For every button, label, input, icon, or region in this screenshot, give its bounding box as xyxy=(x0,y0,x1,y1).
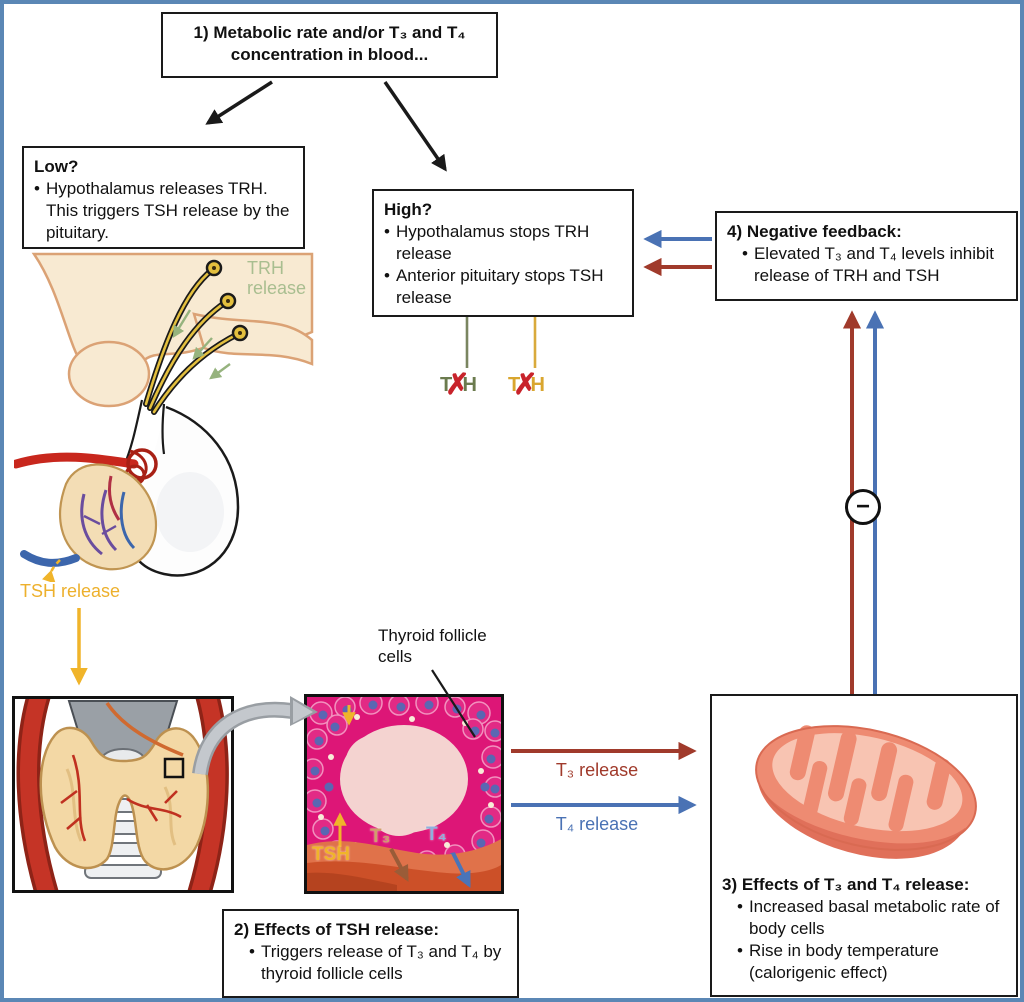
thyroid-follicle-image xyxy=(304,694,504,894)
box-negative-feedback: 4) Negative feedback: Elevated T₃ and T₄… xyxy=(715,211,1018,301)
box-tsh-effects-bullet: Triggers release of T₃ and T₄ by thyroid… xyxy=(249,941,507,985)
anterior-pituitary xyxy=(59,463,158,571)
trh-flow-arrows xyxy=(172,309,231,380)
box-t3t4-effects: 3) Effects of T₃ and T₄ release: Increas… xyxy=(710,694,1018,997)
thyroid-gland-illustration xyxy=(16,699,229,890)
pituitary-hypothalamus-illustration xyxy=(14,252,314,582)
t3-micro-label: T₃ xyxy=(370,826,391,847)
box-low-title: Low? xyxy=(34,157,79,176)
arrow-box1-to-low xyxy=(205,80,273,125)
arrow-box1-to-high xyxy=(383,81,447,172)
hypothalamic-neurons xyxy=(143,267,241,415)
box-tsh-effects: 2) Effects of TSH release: Triggers rele… xyxy=(222,909,519,998)
box-metabolic-rate: 1) Metabolic rate and/or T₃ and T₄ conce… xyxy=(161,12,498,78)
box-high-bullet-2: Anterior pituitary stops TSH release xyxy=(384,265,622,309)
box-negative-feedback-title: 4) Negative feedback: xyxy=(727,222,902,241)
red-x-icon: ✗ xyxy=(513,369,538,401)
follicle-colloid xyxy=(340,725,468,836)
box-negative-feedback-bullet: Elevated T₃ and T₄ levels inhibit releas… xyxy=(742,243,1006,287)
neuron-cell-bodies xyxy=(205,259,249,342)
mitochondria-illustration xyxy=(722,704,1006,874)
magnified-region-square xyxy=(163,757,185,779)
t3-release-label: T₃ release xyxy=(555,760,639,780)
box-high-title: High? xyxy=(384,200,433,219)
superior-hypophyseal-artery xyxy=(14,452,139,469)
trh-release-label: TRH release xyxy=(247,258,307,299)
box-low: Low? Hypothalamus releases TRH. This tri… xyxy=(22,146,305,249)
hypophyseal-vein xyxy=(20,550,80,567)
tsh-release-label: TSH release xyxy=(20,581,121,601)
box-t3t4-effects-bullet-1: Increased basal metabolic rate of body c… xyxy=(737,896,1006,940)
box-tsh-effects-title: 2) Effects of TSH release: xyxy=(234,920,440,939)
tsh-exit-dashed-arrow xyxy=(42,559,61,582)
t4-release-label: T₄ release xyxy=(555,814,639,834)
thyroid-gland-image xyxy=(12,696,234,893)
left-carotid-artery xyxy=(20,699,55,890)
blocked-trh-label: T✗H xyxy=(440,369,477,401)
box1-line2: concentration in blood... xyxy=(230,45,429,65)
box-low-bullet: Hypothalamus releases TRH. This triggers… xyxy=(34,178,293,244)
blocked-tsh-label: T✗H xyxy=(508,369,545,401)
box-high: High? Hypothalamus stops TRH release Ant… xyxy=(372,189,634,317)
thyroid-follicle-cells-label: Thyroid follicle cells xyxy=(378,626,487,667)
box-t3t4-effects-bullet-2: Rise in body temperature (calorigenic ef… xyxy=(737,940,1006,984)
box-high-bullet-1: Hypothalamus stops TRH release xyxy=(384,221,622,265)
box-t3t4-effects-title: 3) Effects of T₃ and T₄ release: xyxy=(722,875,970,894)
box1-line1: 1) Metabolic rate and/or T₃ and T₄ xyxy=(193,23,466,42)
thyroid-follicle-illustration xyxy=(307,697,501,891)
mitochondria-icon xyxy=(755,725,977,859)
negative-feedback-minus-icon: − xyxy=(845,489,881,525)
red-x-icon: ✗ xyxy=(445,369,470,401)
t4-micro-label: T₄ xyxy=(426,824,447,845)
mammillary-body xyxy=(67,340,151,408)
t4-secretion-arrow xyxy=(451,852,471,888)
tsh-micro-label: TSH xyxy=(312,844,350,865)
t3-secretion-arrow xyxy=(389,848,409,882)
